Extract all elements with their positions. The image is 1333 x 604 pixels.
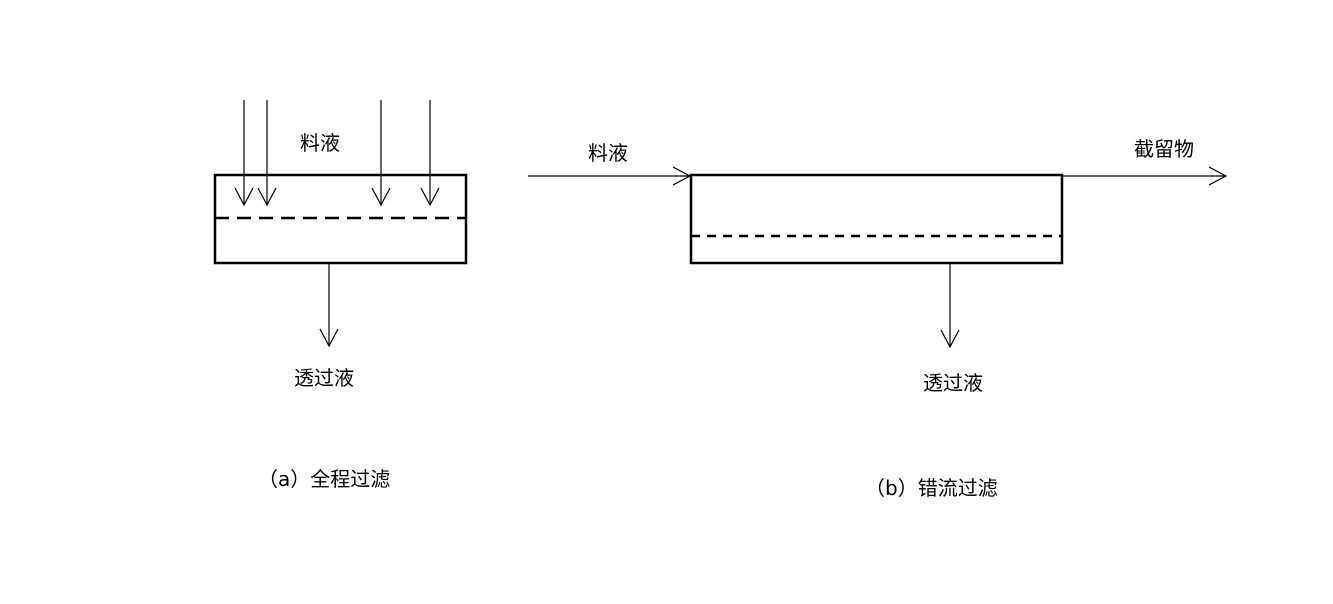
dead-end-feed-arrow [371, 100, 391, 207]
cross-flow-feed-arrow [528, 166, 692, 186]
dead-end-permeate-arrow [319, 263, 339, 348]
cross-flow-permeate-label: 透过液 [923, 371, 983, 395]
cross-flow-caption: （b）错流过滤 [865, 476, 998, 500]
cross-flow-retentate-label: 截留物 [1134, 137, 1194, 161]
cross-flow-filter-housing [689, 173, 1064, 265]
cross-flow-permeate-arrow [940, 263, 960, 349]
dead-end-permeate-label: 透过液 [294, 366, 354, 390]
cross-flow-filtration [528, 166, 1228, 349]
cross-flow-retentate-arrow [1062, 166, 1228, 186]
dead-end-filtration [213, 100, 468, 348]
dead-end-feed-label: 料液 [300, 131, 340, 155]
dead-end-feed-arrow [257, 100, 277, 207]
cross-flow-feed-label: 料液 [588, 141, 628, 165]
dead-end-feed-arrow [234, 100, 254, 207]
dead-end-caption: （a）全程过滤 [258, 467, 391, 491]
dead-end-feed-arrow [420, 100, 440, 207]
